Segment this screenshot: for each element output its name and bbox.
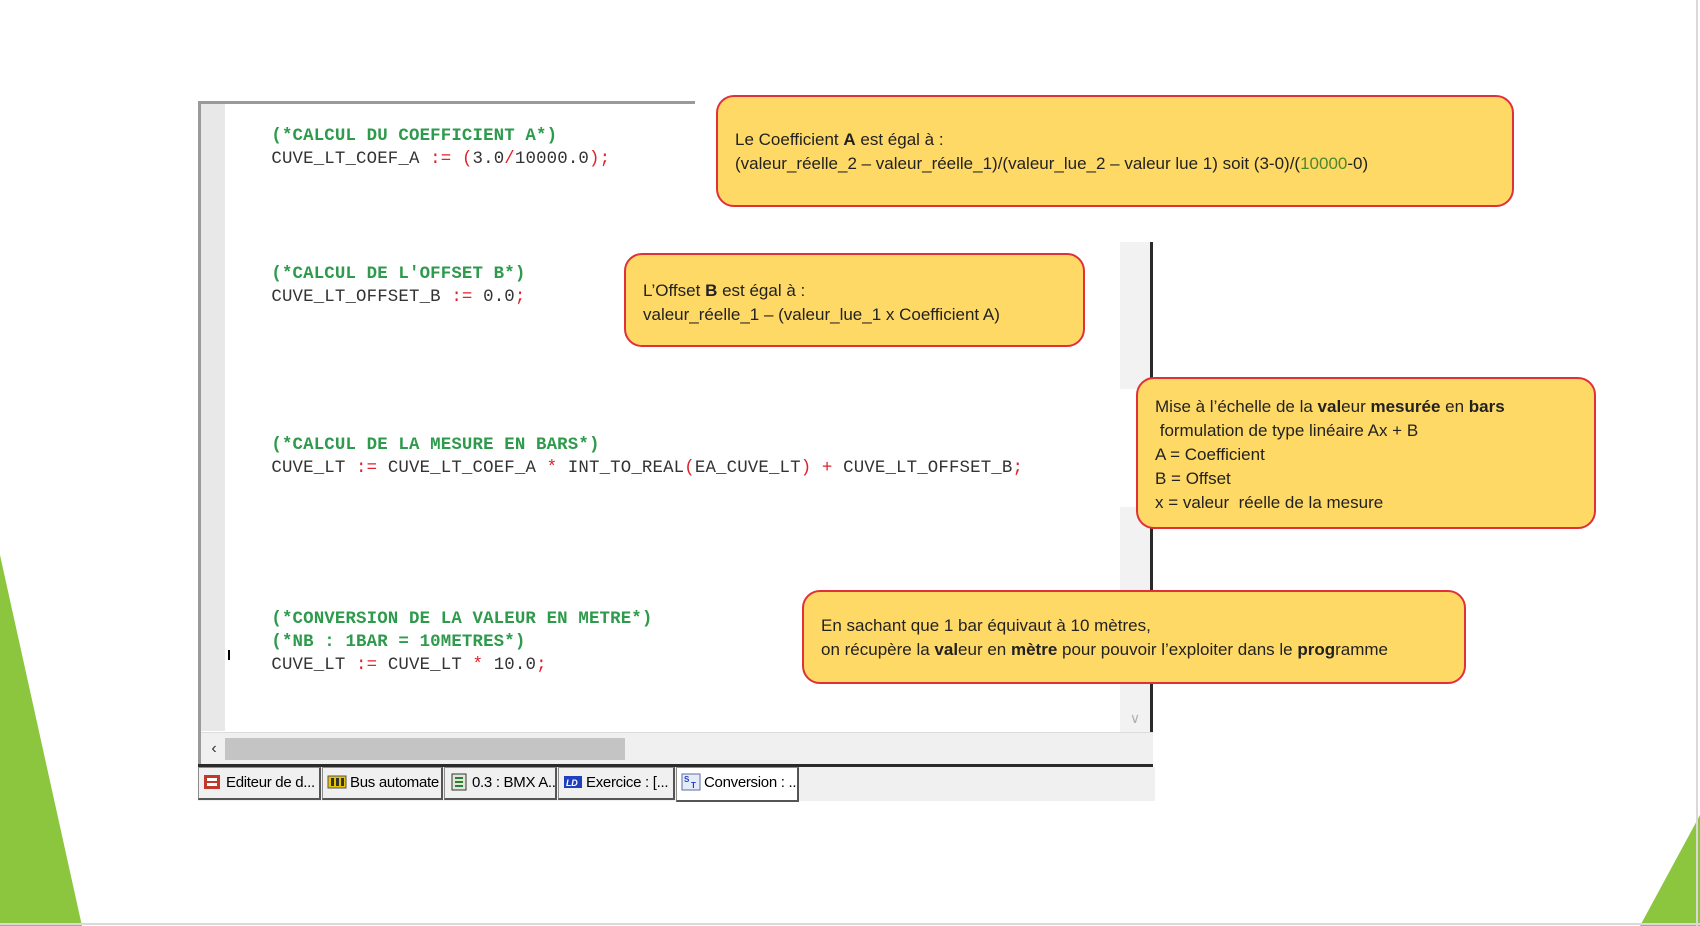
code-line[interactable]: (*CALCUL DU COEFFICIENT A*) [229,107,557,167]
code-comment: (*CALCUL DU COEFFICIENT A*) [271,127,558,146]
editor-frame-bottom [198,764,1153,767]
assign-operator: := [345,459,388,478]
svg-text:LD: LD [566,778,578,788]
callout-line: L’Offset B est égal à : [643,281,806,300]
tab-exercice[interactable]: LD Exercice : [... [558,767,675,800]
code-comment: (*NB : 1BAR = 10METRES*) [271,633,526,652]
code-line[interactable]: (*CALCUL DE LA MESURE EN BARS*) [229,416,600,476]
horizontal-scrollbar[interactable]: ‹ [201,732,1153,766]
code-line[interactable]: (*CALCUL DE L'OFFSET B*) [229,245,525,305]
plc-bus-icon [327,772,347,790]
tab-label: Bus automate [350,774,439,791]
callout-line: En sachant que 1 bar équivaut à 10 mètre… [821,616,1151,635]
tab-data-editor[interactable]: Editeur de d... [198,767,321,800]
horizontal-scroll-thumb[interactable] [225,738,625,760]
assign-operator: := [419,150,462,169]
callout-line: B = Offset [1155,469,1231,488]
window-tab-bar: Editeur de d... Bus automate 0.3 : BMX A… [198,767,1155,802]
code-comment: (*CALCUL DE L'OFFSET B*) [271,265,526,284]
left-green-accent [0,555,82,926]
code-line[interactable]: CUVE_LT_OFFSET_B := 0.0; [229,268,525,328]
callout-line: formulation de type linéaire Ax + B [1155,421,1419,440]
code-comment: (*CALCUL DE LA MESURE EN BARS*) [271,436,600,455]
module-icon [449,772,469,791]
callout-line: x = valeur réelle de la mesure [1155,493,1384,512]
code-line[interactable]: CUVE_LT_COEF_A := (3.0/10000.0); [229,130,610,190]
data-editor-icon [203,772,223,790]
code-expression: CUVE_LT * 10.0; [387,656,547,675]
code-line[interactable]: (*NB : 1BAR = 10METRES*) [229,613,525,673]
scroll-left-icon[interactable]: ‹ [211,740,217,757]
callout-scaling: Mise à l’échelle de la valeur mesurée en… [1136,377,1596,529]
svg-text:S: S [684,775,690,784]
editor-frame-top [198,101,695,104]
code-expression: 0.0; [483,288,526,307]
callout-line: (valeur_réelle_2 – valeur_réelle_1)/(val… [735,154,1369,173]
code-identifier: CUVE_LT_COEF_A [271,150,420,169]
callout-meters: En sachant que 1 bar équivaut à 10 mètre… [802,590,1466,684]
code-expression: CUVE_LT_COEF_A * INT_TO_REAL(EA_CUVE_LT)… [387,459,1024,478]
tab-plc-bus[interactable]: Bus automate [322,767,443,800]
code-comment: (*CONVERSION DE LA VALEUR EN METRE*) [271,610,653,629]
editor-frame [198,101,201,767]
callout-line: A = Coefficient [1155,445,1265,464]
callout-line: on récupère la valeur en mètre pour pouv… [821,640,1389,659]
text-caret [228,650,230,660]
tab-label: 0.3 : BMX A... [472,774,557,791]
st-code-editor[interactable]: (*CALCUL DU COEFFICIENT A*) CUVE_LT_COEF… [198,101,1153,767]
code-line[interactable]: (*CONVERSION DE LA VALEUR EN METRE*) [229,590,652,650]
svg-text:T: T [691,781,696,790]
assign-operator: := [440,288,484,307]
callout-offset: L’Offset B est égal à : valeur_réelle_1 … [624,253,1085,347]
callout-line: Le Coefficient A est égal à : [735,130,944,149]
code-expression: (3.0/10000.0); [461,150,611,169]
code-line[interactable]: CUVE_LT := CUVE_LT * 10.0; [229,636,547,696]
tab-module[interactable]: 0.3 : BMX A... [444,767,557,800]
assign-operator: := [345,656,388,675]
code-line[interactable]: CUVE_LT := CUVE_LT_COEF_A * INT_TO_REAL(… [229,439,1023,499]
tab-label: Conversion : ... [704,774,799,791]
tab-label: Editeur de d... [226,774,315,791]
right-green-accent [1640,815,1700,926]
line-gutter [201,104,225,731]
code-identifier: CUVE_LT [271,656,346,675]
ladder-diagram-icon: LD [563,772,583,790]
scroll-down-icon[interactable]: ∨ [1129,710,1141,726]
tab-label: Exercice : [... [586,774,669,791]
code-identifier: CUVE_LT_OFFSET_B [271,288,441,307]
code-identifier: CUVE_LT [271,459,346,478]
callout-coefficient: Le Coefficient A est égal à : (valeur_ré… [716,95,1514,207]
callout-line: valeur_réelle_1 – (valeur_lue_1 x Coeffi… [643,305,1000,324]
callout-line: Mise à l’échelle de la valeur mesurée en… [1155,397,1505,416]
